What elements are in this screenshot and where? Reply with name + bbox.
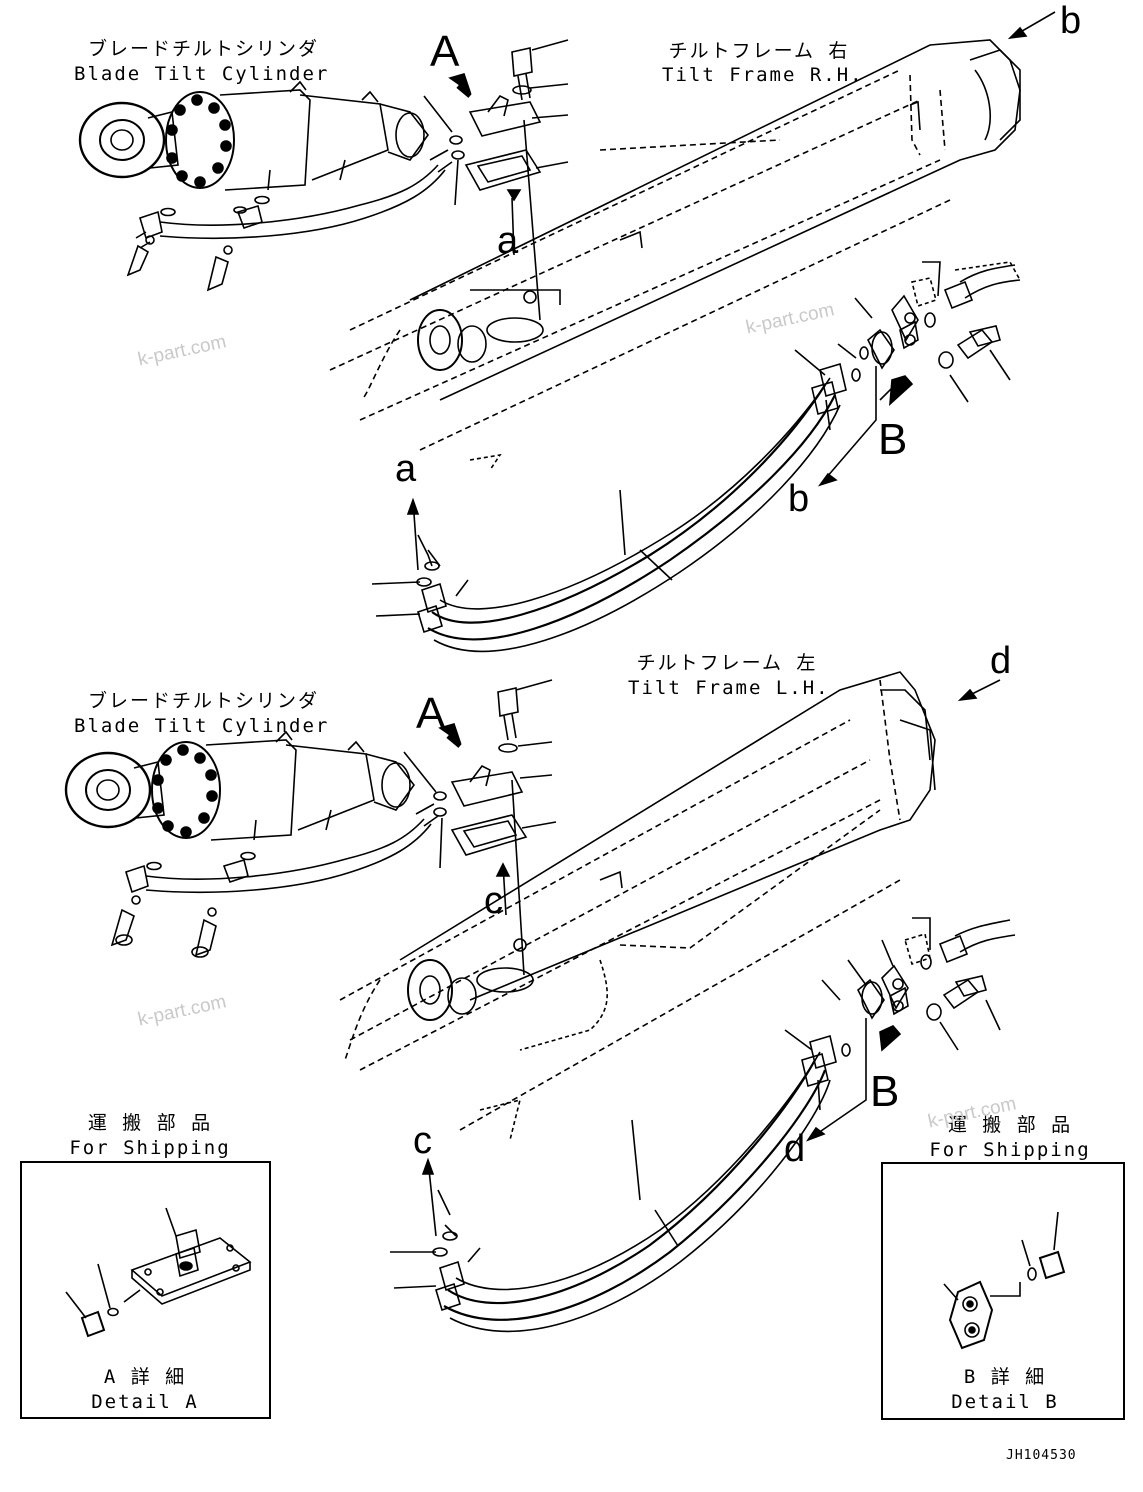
upper-ref-a-bottom: a [395, 448, 417, 490]
upper-ref-b-bottom: b [788, 478, 810, 520]
detail-b-title-jp: B 詳 細 [963, 1366, 1047, 1388]
lower-view-a-callout: A [416, 689, 446, 738]
detail-a-shipping-jp: 運 搬 部 品 [87, 1112, 213, 1134]
upper-cylinder-label-jp: ブレードチルトシリンダ [88, 38, 320, 60]
lower-frame-label-en: Tilt Frame L.H. [628, 677, 830, 699]
detail-a-shipping-en: For Shipping [69, 1137, 231, 1159]
lower-block-b [805, 679, 1016, 1142]
detail-a-title-jp: A 詳 細 [103, 1366, 187, 1388]
upper-hoses [371, 346, 869, 653]
upper-cylinder [78, 80, 430, 191]
upper-view-a-callout: A [430, 27, 460, 76]
upper-cylinder-pipes [126, 149, 453, 292]
lower-cylinder-label-jp: ブレードチルトシリンダ [88, 690, 320, 712]
lower-cylinder-pipes [110, 803, 439, 958]
detail-a-box [20, 1161, 271, 1419]
lower-ref-d-bottom: d [784, 1128, 806, 1170]
upper-tilt-frame [329, 39, 1021, 471]
upper-cover-plate [423, 39, 569, 321]
lower-cylinder-label-en: Blade Tilt Cylinder [74, 715, 330, 737]
lower-view-b-callout: B [870, 1067, 900, 1116]
upper-cylinder-label-en: Blade Tilt Cylinder [74, 63, 330, 85]
upper-ref-b-top: b [1060, 0, 1082, 42]
lower-ref-c-top: c [484, 880, 503, 922]
detail-b-shipping-en: For Shipping [929, 1139, 1091, 1161]
upper-frame-label-jp: チルトフレーム 右 [668, 40, 850, 62]
detail-a-drawing [65, 1207, 252, 1338]
lower-ref-c-bottom: c [413, 1120, 432, 1162]
lower-cylinder [64, 730, 416, 841]
detail-a-title-en: Detail A [91, 1391, 199, 1413]
lower-hoses [390, 1029, 851, 1333]
lower-tilt-frame [339, 671, 936, 1141]
detail-b-box [881, 1162, 1125, 1420]
lower-cover-plate [403, 679, 557, 976]
drawing-code: JH104530 [1006, 1448, 1077, 1463]
upper-block-b [817, 11, 1056, 487]
lower-frame-label-jp: チルトフレーム 左 [636, 652, 818, 674]
lower-ref-d-top: d [990, 640, 1012, 682]
detail-b-title-en: Detail B [951, 1391, 1059, 1413]
detail-b-drawing [943, 1211, 1066, 1350]
detail-b-shipping-jp: 運 搬 部 品 [947, 1114, 1073, 1136]
upper-view-b-callout: B [878, 415, 908, 464]
upper-frame-label-en: Tilt Frame R.H. [662, 64, 864, 86]
upper-ref-a-top: a [497, 220, 519, 262]
